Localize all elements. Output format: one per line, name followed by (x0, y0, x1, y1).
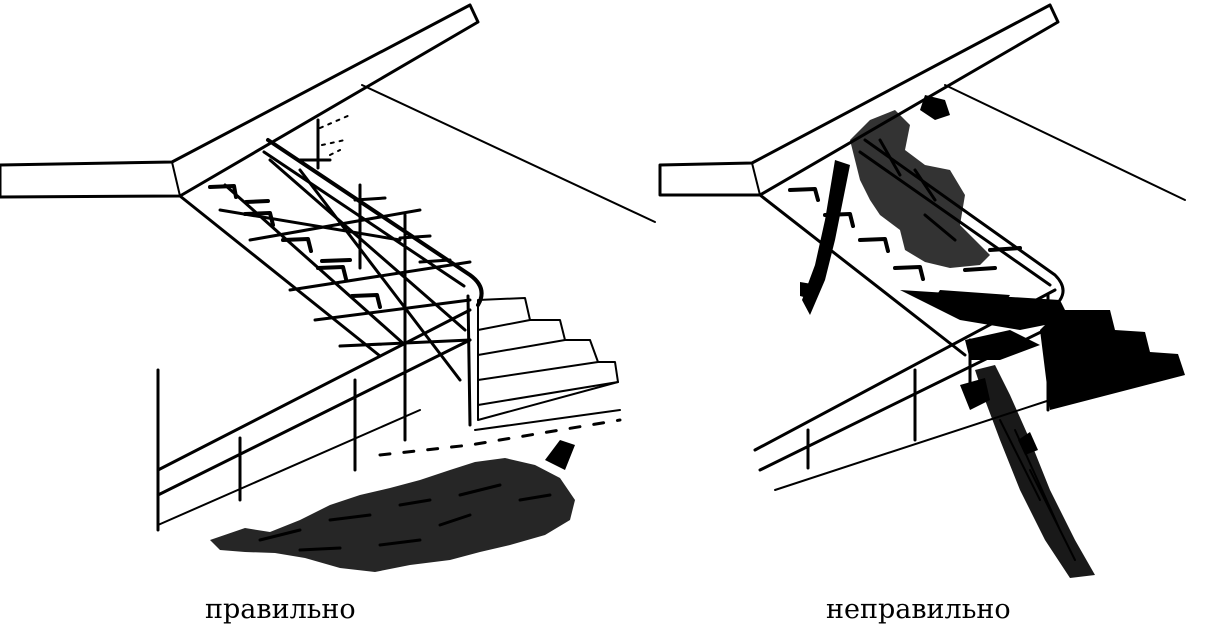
incorrect-caption: неправильно (826, 594, 1011, 625)
fallen-broom (960, 365, 1095, 578)
right-staircase-drawing (658, 3, 1186, 578)
upper-flight-steps (208, 158, 452, 309)
left-staircase-drawing (0, 3, 656, 572)
lower-flight-steps (477, 297, 619, 421)
floor-debris (210, 418, 622, 572)
correct-caption: правильно (205, 594, 356, 625)
clutter-upper (800, 95, 990, 315)
lower-flight-steps-dark (900, 290, 1185, 410)
